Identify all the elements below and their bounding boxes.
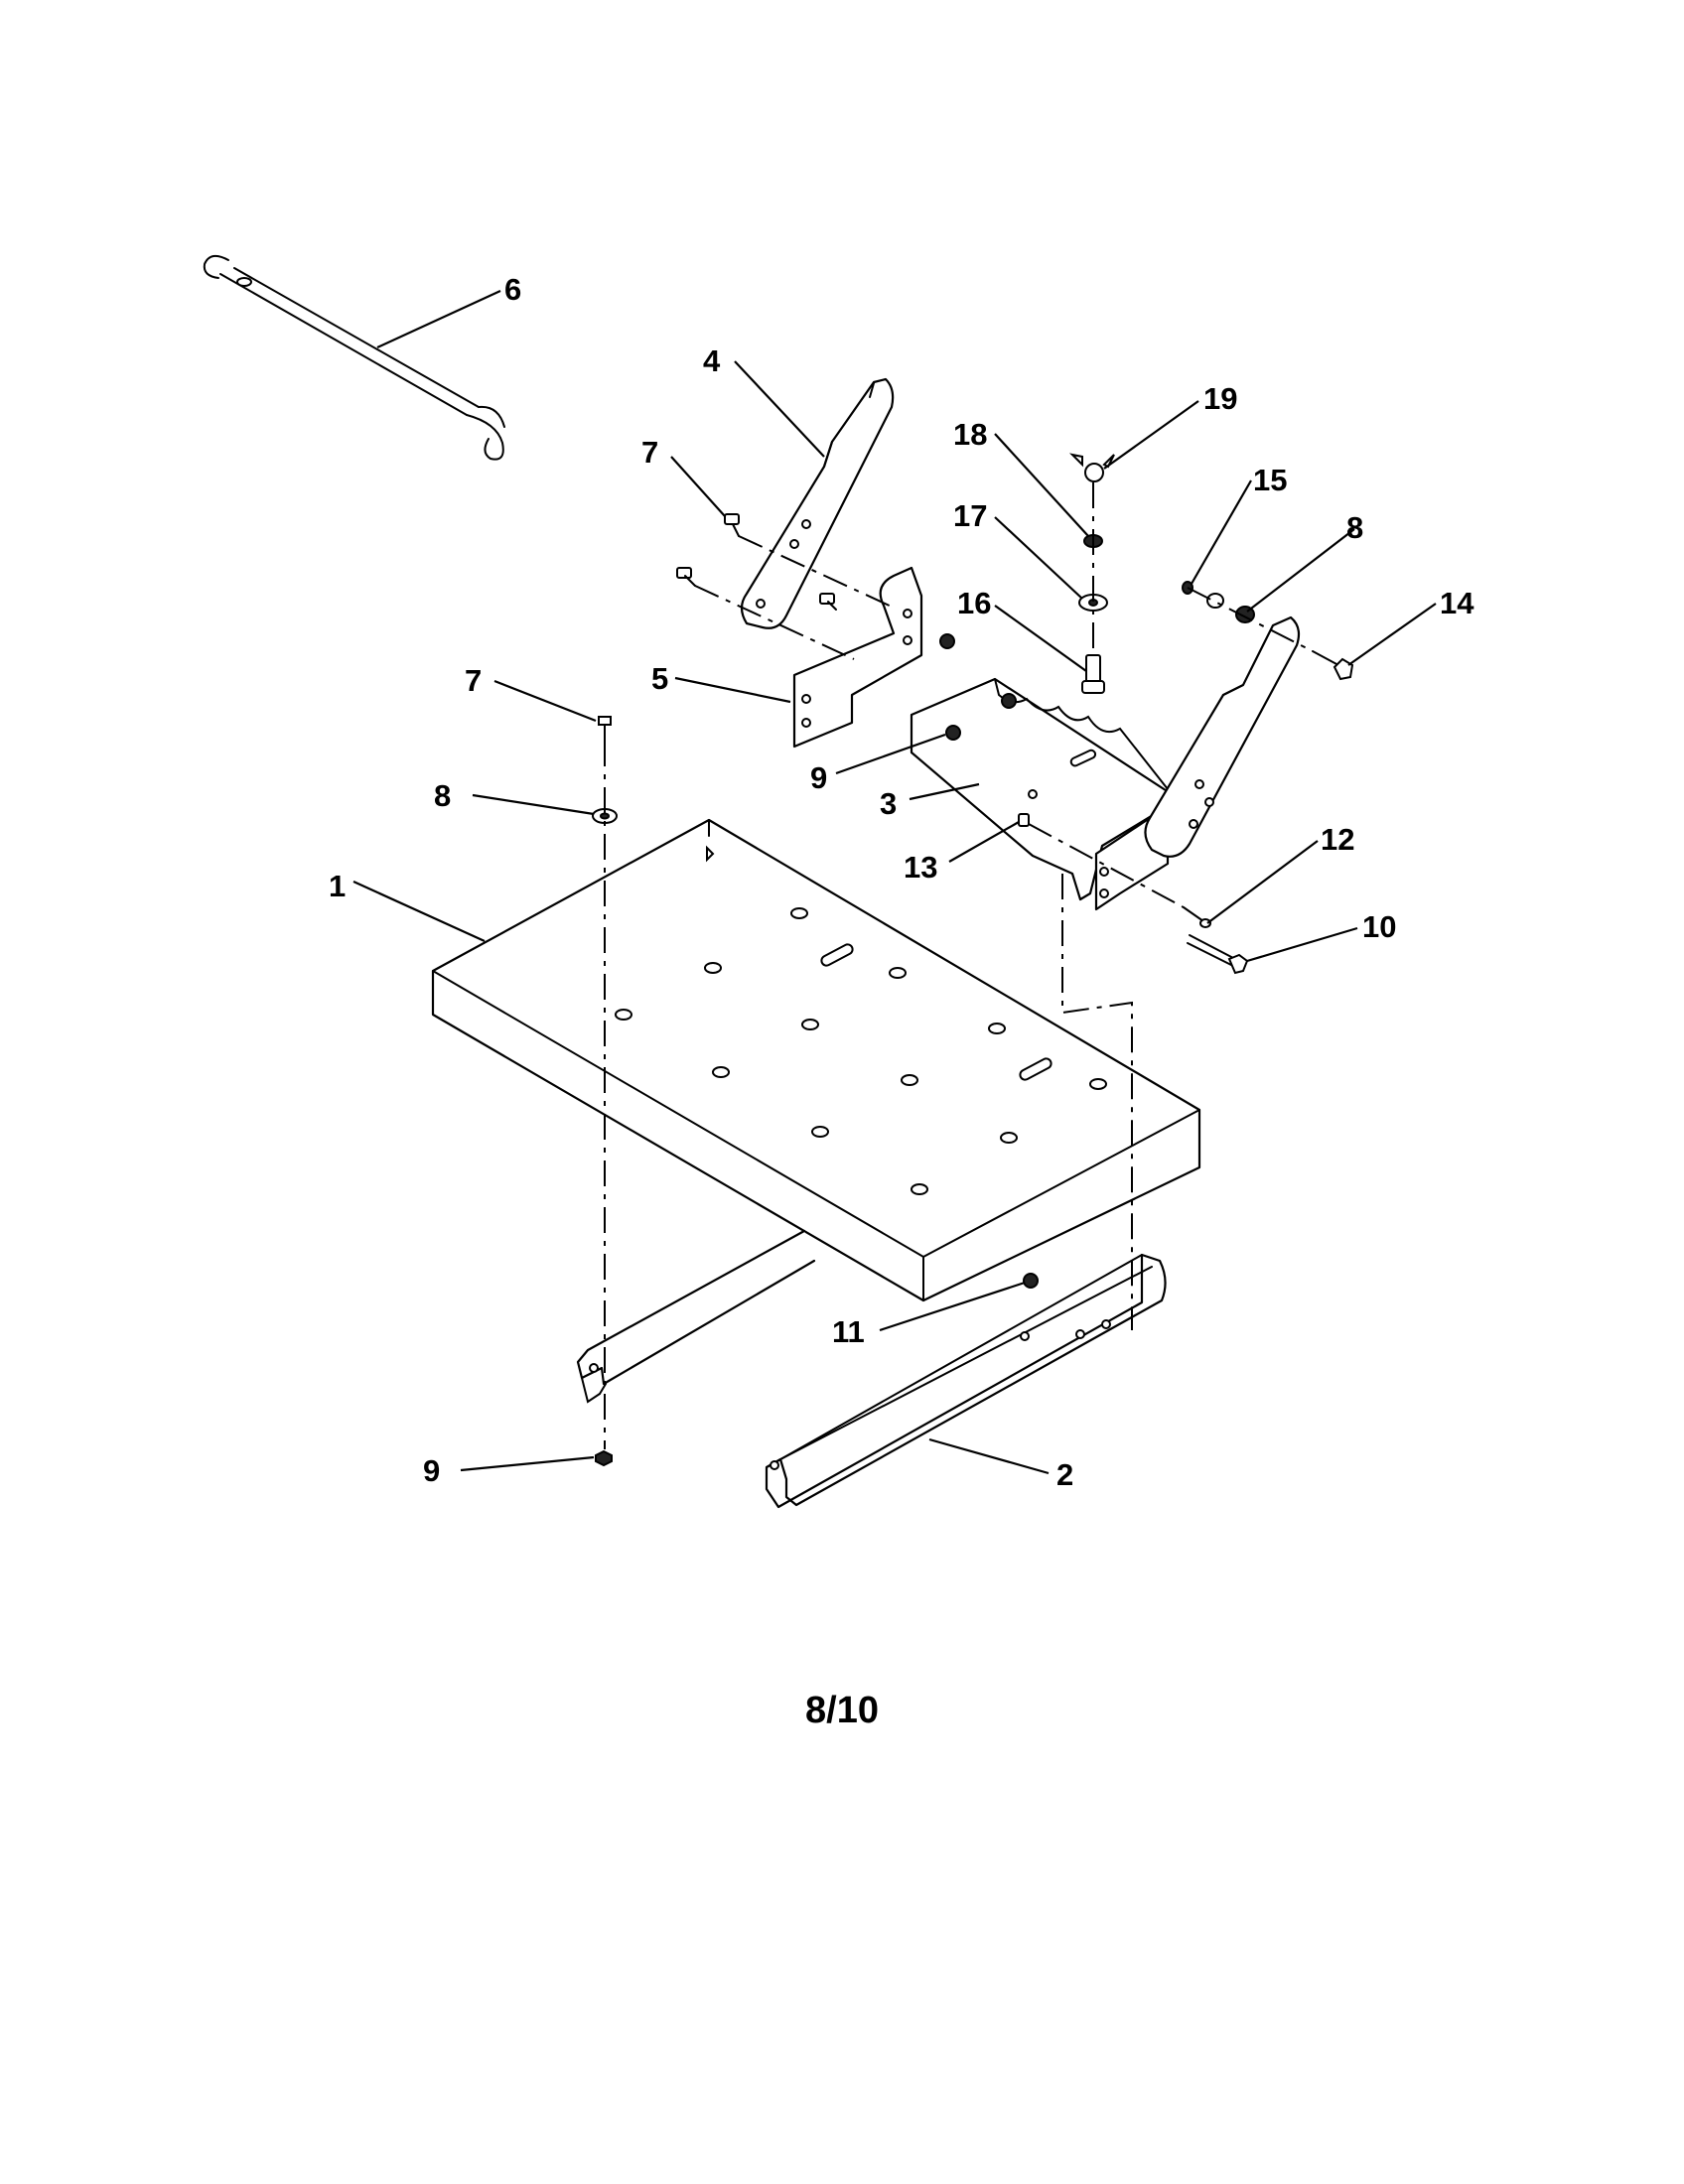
callout-15: 15 (1253, 463, 1287, 497)
callout-2: 2 (1056, 1457, 1073, 1492)
assembly-lines (604, 482, 1314, 1449)
callout-12: 12 (1321, 822, 1354, 857)
callout-7-top: 7 (641, 435, 658, 470)
callout-16: 16 (957, 586, 991, 620)
bracket-arm-part-4 (740, 377, 895, 629)
callout-3: 3 (880, 786, 897, 821)
callout-9-bottom: 9 (423, 1453, 440, 1488)
callout-5: 5 (651, 661, 668, 696)
callout-labels: 1 2 3 4 5 6 7 7 8 8 9 9 10 11 12 13 14 1… (329, 272, 1474, 1492)
leader-lines (352, 290, 1437, 1475)
callout-17: 17 (953, 498, 987, 533)
rail-left (576, 1229, 816, 1404)
hook-rod-part-6 (203, 254, 505, 461)
bracket-part-3 (910, 677, 1174, 911)
callout-14: 14 (1440, 586, 1474, 620)
callout-8-left: 8 (434, 778, 451, 813)
callout-4: 4 (703, 343, 721, 378)
callout-8-right: 8 (1346, 510, 1363, 545)
callout-7-left: 7 (465, 663, 482, 698)
callout-11: 11 (832, 1314, 865, 1349)
callout-9-mid: 9 (810, 760, 827, 795)
plate-part-5 (792, 566, 923, 749)
callout-6: 6 (504, 272, 521, 307)
callout-1: 1 (329, 869, 346, 903)
rail-part-2 (765, 1253, 1167, 1509)
callout-10: 10 (1362, 909, 1396, 944)
table-top-part-1 (431, 818, 1201, 1302)
bracket-arm-right (1144, 615, 1301, 858)
callout-13: 13 (904, 850, 937, 885)
page-number: 8/10 (805, 1690, 879, 1731)
callout-19: 19 (1203, 381, 1237, 416)
callout-18: 18 (953, 417, 987, 452)
